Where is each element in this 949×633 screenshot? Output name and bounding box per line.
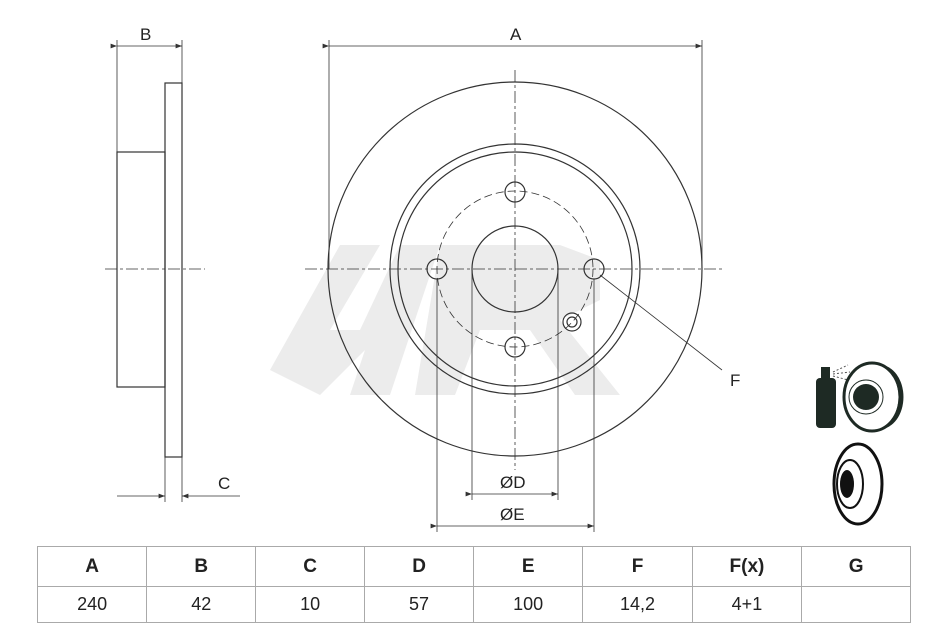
- header-fx: F(x): [691, 546, 803, 587]
- value-fx: 4+1: [691, 586, 803, 623]
- value-e: 100: [473, 586, 584, 623]
- label-e: ØE: [500, 505, 525, 524]
- label-b: B: [140, 25, 151, 44]
- dimensions-table: A B C D E F F(x) G 240 42 10 57 100 14,2…: [36, 546, 911, 623]
- header-c: C: [255, 546, 366, 587]
- value-g: [801, 586, 911, 623]
- side-view: [105, 40, 240, 502]
- brake-disc-icon: [832, 442, 884, 526]
- watermark-logo: [270, 245, 620, 395]
- header-b: B: [146, 546, 257, 587]
- header-f: F: [582, 546, 693, 587]
- value-f: 14,2: [582, 586, 693, 623]
- header-e: E: [473, 546, 584, 587]
- label-a: A: [510, 25, 522, 44]
- value-c: 10: [255, 586, 366, 623]
- front-view: [305, 40, 725, 532]
- value-b: 42: [146, 586, 257, 623]
- label-d: ØD: [500, 473, 526, 492]
- coated-disc-spray-icon: [816, 361, 904, 433]
- label-c: C: [218, 474, 230, 493]
- header-d: D: [364, 546, 475, 587]
- label-f: F: [730, 371, 740, 390]
- header-a: A: [36, 546, 148, 587]
- value-a: 240: [36, 586, 148, 623]
- header-g: G: [801, 546, 911, 587]
- value-d: 57: [364, 586, 475, 623]
